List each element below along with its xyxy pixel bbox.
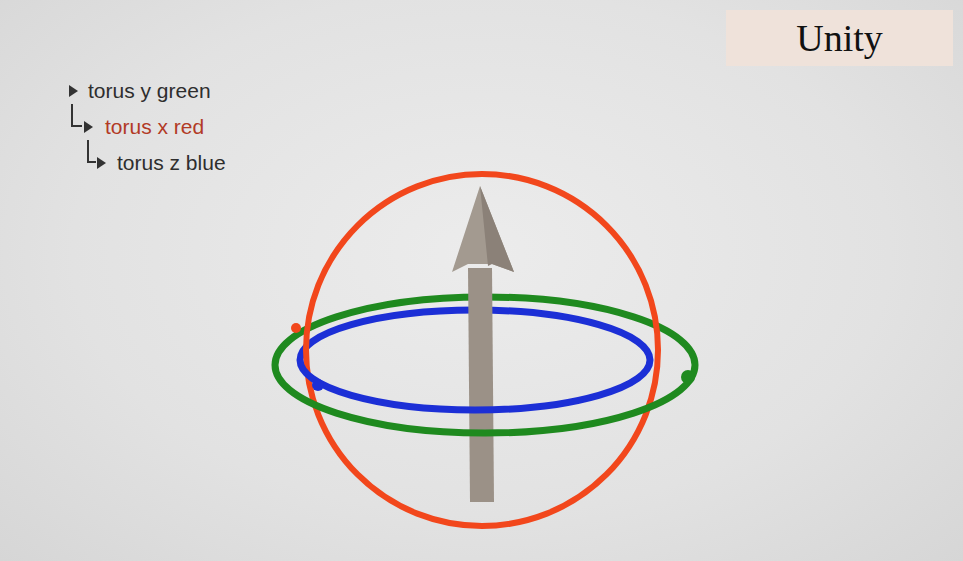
green-knob — [681, 370, 695, 384]
title-text: Unity — [796, 16, 883, 60]
red-ring — [306, 174, 658, 526]
hierarchy-item: torus x red — [105, 115, 204, 139]
title-box: Unity — [726, 10, 953, 66]
direction-arrow — [452, 186, 514, 502]
red-knob — [291, 323, 301, 333]
blue-knob — [312, 379, 324, 391]
green-ring-front — [275, 365, 695, 433]
hierarchy-item: torus z blue — [117, 151, 226, 175]
hierarchy-item: torus y green — [88, 79, 211, 103]
blue-ring-front — [300, 360, 650, 410]
